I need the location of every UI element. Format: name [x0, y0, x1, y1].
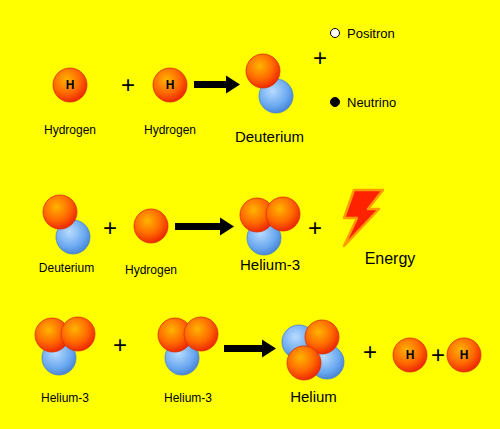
plus-sign: +: [113, 331, 127, 359]
particle-shape: [338, 190, 383, 246]
plus-sign: +: [363, 338, 377, 366]
legend-swatch: [330, 28, 340, 38]
particle-shape: [35, 318, 95, 376]
particle-label: Deuterium: [235, 128, 304, 145]
proton-ball: [447, 338, 481, 372]
particle-node: Helium-3: [158, 318, 218, 376]
element-symbol: H: [446, 337, 482, 373]
plus-sign: +: [431, 341, 445, 369]
proton-ball: [246, 54, 280, 88]
proton-ball: [287, 346, 321, 380]
particle-shape: [43, 195, 90, 255]
particle-node: Hydrogen: [133, 208, 169, 244]
proton-ball: [61, 317, 95, 351]
particle-node: Helium: [282, 320, 345, 380]
particle-node: HHydrogen: [52, 67, 88, 103]
legend-text: Neutrino: [347, 95, 396, 110]
proton-ball: [53, 68, 87, 102]
particle-shape: [282, 320, 345, 380]
particle-shape: [240, 198, 300, 256]
element-symbol: H: [392, 337, 428, 373]
plus-sign: +: [103, 214, 117, 242]
proton-ball: [43, 195, 77, 229]
particle-node: Helium-3: [240, 198, 300, 256]
particle-label: Helium: [290, 388, 337, 405]
reaction-arrow: [224, 340, 276, 358]
particle-shape: [158, 318, 218, 376]
particle-label: Helium-3: [164, 391, 212, 405]
particle-shape: [246, 54, 293, 114]
proton-ball: [393, 338, 427, 372]
particle-label: Deuterium: [39, 261, 94, 275]
proton-ball: [266, 197, 300, 231]
legend-text: Positron: [347, 26, 395, 41]
particle-node: H: [446, 337, 482, 373]
reaction-arrow: [175, 218, 234, 236]
particle-label: Energy: [365, 250, 416, 268]
particle-node: Energy: [338, 190, 383, 246]
particle-node: Deuterium: [43, 195, 90, 255]
particle-label: Hydrogen: [144, 123, 196, 137]
reaction-arrow: [194, 76, 240, 94]
particle-node: HHydrogen: [152, 67, 188, 103]
particle-node: Deuterium: [246, 54, 293, 114]
proton-ball: [134, 209, 168, 243]
particle-label: Helium-3: [240, 256, 300, 273]
element-symbol: H: [52, 67, 88, 103]
particle-shape: [133, 208, 169, 244]
legend-swatch: [330, 97, 340, 107]
particle-label: Helium-3: [41, 391, 89, 405]
proton-ball: [184, 317, 218, 351]
particle-label: Hydrogen: [44, 123, 96, 137]
lightning-bolt: [344, 190, 383, 246]
particle-node: Helium-3: [35, 318, 95, 376]
plus-sign: +: [313, 44, 327, 72]
plus-sign: +: [308, 214, 322, 242]
plus-sign: +: [121, 71, 135, 99]
particle-label: Hydrogen: [125, 263, 177, 277]
particle-node: H: [392, 337, 428, 373]
proton-ball: [153, 68, 187, 102]
element-symbol: H: [152, 67, 188, 103]
